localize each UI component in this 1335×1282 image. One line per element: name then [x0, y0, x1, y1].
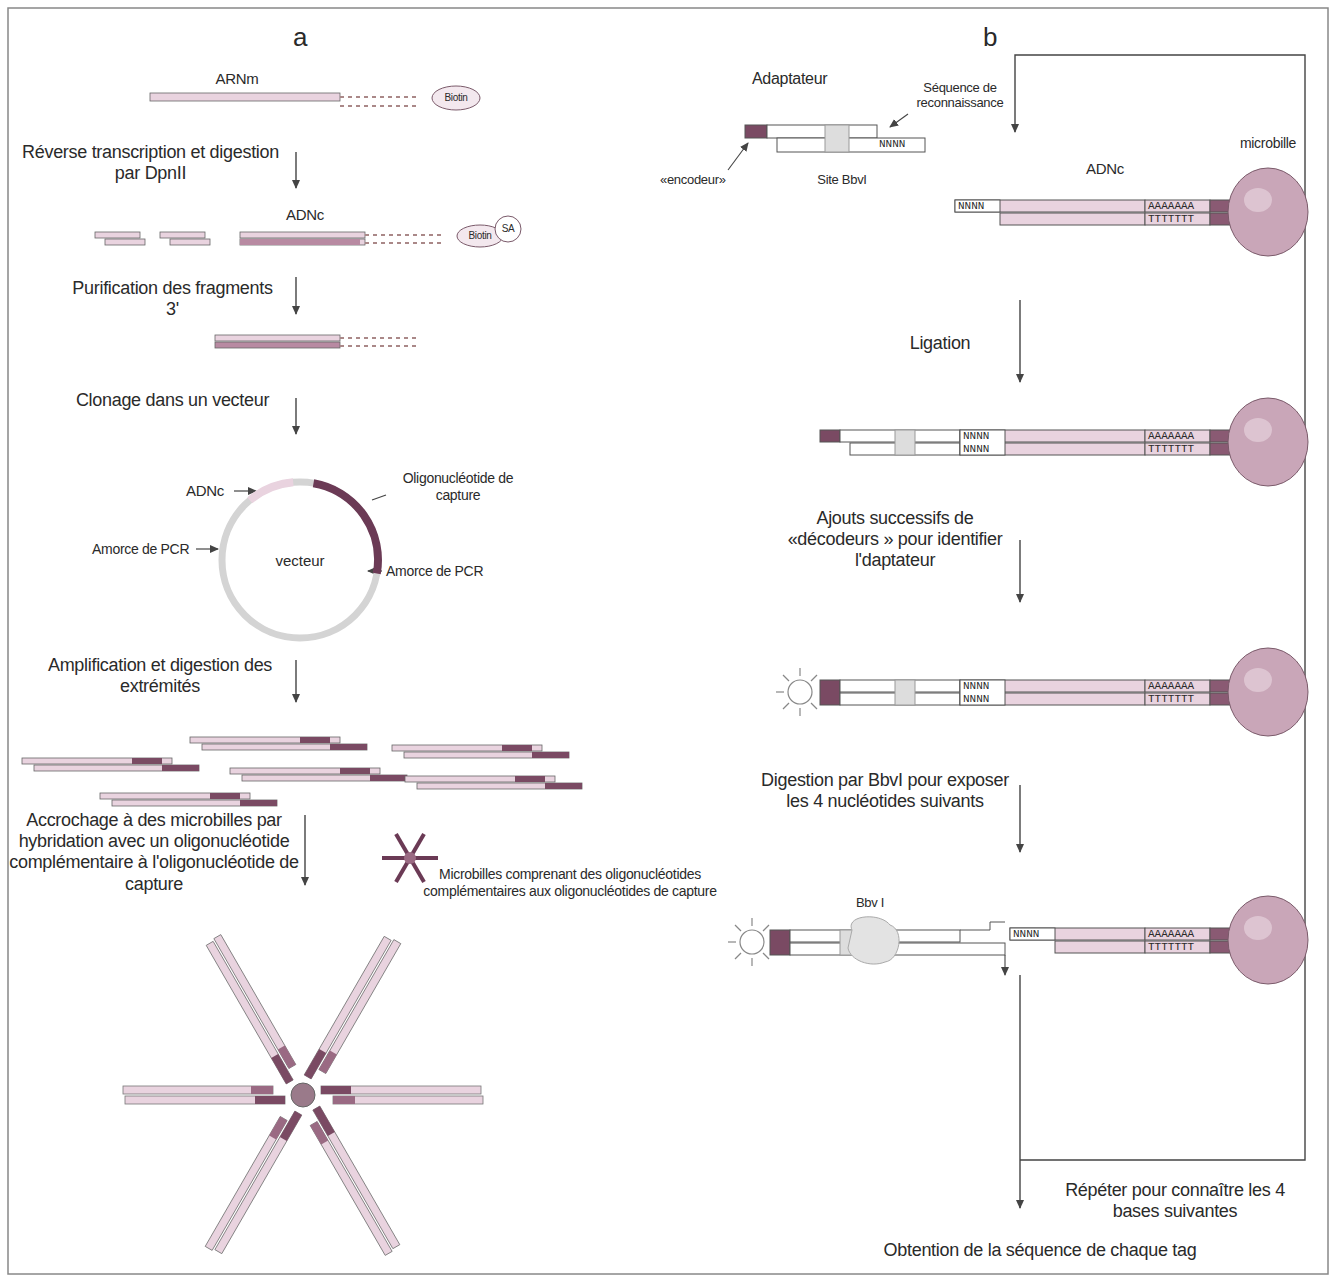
- step-label: ADNc: [275, 206, 335, 224]
- step-label: Microbilles comprenant des oligonucléoti…: [420, 866, 720, 899]
- sequence-label: NNNN: [963, 694, 1007, 705]
- step-label: Séquence de reconnaissance: [905, 80, 1015, 111]
- step-label: Ligation: [890, 333, 990, 354]
- sequence-label: AAAAAAA: [1148, 929, 1210, 940]
- sequence-label: NNNN: [963, 444, 1007, 455]
- step-label: Accrochage à des microbilles par hybrida…: [8, 810, 300, 895]
- node-label: vecteur: [215, 475, 385, 645]
- step-label: Purification des fragments 3': [70, 278, 275, 320]
- step-label: Ajouts successifs de «décodeurs » pour i…: [775, 508, 1015, 572]
- sequence-label: TTTTTTT: [1148, 694, 1210, 705]
- sequence-label: NNNN: [879, 139, 923, 150]
- step-label: Site BbvI: [815, 172, 869, 187]
- sequence-label: NNNN: [958, 201, 1002, 212]
- sequence-label: AAAAAAA: [1148, 681, 1210, 692]
- sequence-label: NNNN: [963, 431, 1007, 442]
- sequence-label: TTTTTTT: [1148, 444, 1210, 455]
- step-label: Biotin: [458, 230, 502, 242]
- sequence-label: AAAAAAA: [1148, 431, 1210, 442]
- step-label: Digestion par BbvI pour exposer les 4 nu…: [760, 770, 1010, 812]
- step-label: ADNc: [1070, 160, 1140, 178]
- sequence-label: TTTTTTT: [1148, 214, 1210, 225]
- step-label: Adaptateur: [752, 70, 862, 89]
- step-label: ARNm: [205, 70, 269, 88]
- step-label: Amorce de PCR: [92, 541, 196, 558]
- sequence-label: NNNN: [1013, 929, 1057, 940]
- sequence-label: NNNN: [963, 681, 1007, 692]
- step-label: Obtention de la séquence de chaque tag: [860, 1240, 1220, 1261]
- step-label: Biotin: [434, 92, 478, 104]
- step-label: Bbv I: [840, 895, 900, 910]
- step-label: «encodeur»: [660, 172, 750, 187]
- step-label: microbille: [1225, 135, 1311, 152]
- sequence-label: AAAAAAA: [1148, 201, 1210, 212]
- step-label: SA: [495, 223, 521, 235]
- panel-letter: a: [280, 22, 320, 53]
- step-label: Clonage dans un vecteur: [70, 390, 275, 411]
- sequence-label: TTTTTTT: [1148, 942, 1210, 953]
- step-label: Oligonucléotide de capture: [388, 470, 528, 503]
- step-label: ADNc: [186, 482, 232, 500]
- vector-circle: vecteur: [215, 475, 385, 645]
- step-label: Amplification et digestion des extrémité…: [30, 655, 290, 697]
- panel-letter: b: [970, 22, 1010, 53]
- step-label: Réverse transcription et digestion par D…: [18, 142, 283, 184]
- step-label: Répéter pour connaître les 4 bases suiva…: [1045, 1180, 1305, 1222]
- step-label: Amorce de PCR: [386, 563, 506, 580]
